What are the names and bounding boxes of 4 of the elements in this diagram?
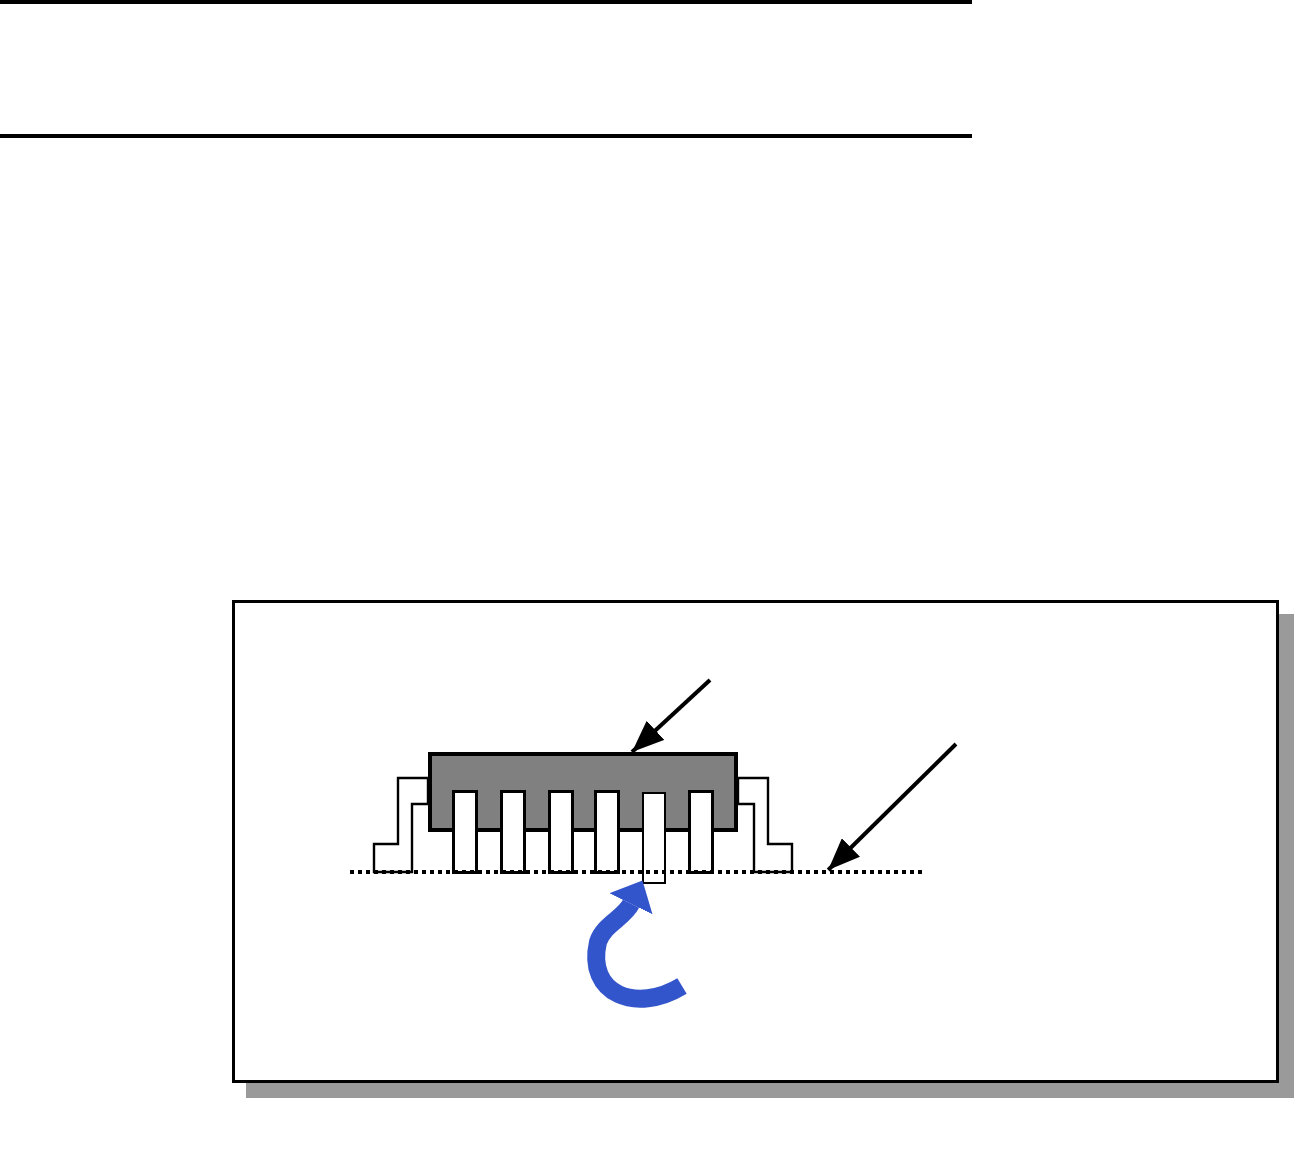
leader-arrow: [630, 678, 712, 754]
curved-arrow: [587, 881, 687, 1008]
leader-arrow: [826, 742, 958, 872]
protruding-lead: [642, 792, 666, 884]
